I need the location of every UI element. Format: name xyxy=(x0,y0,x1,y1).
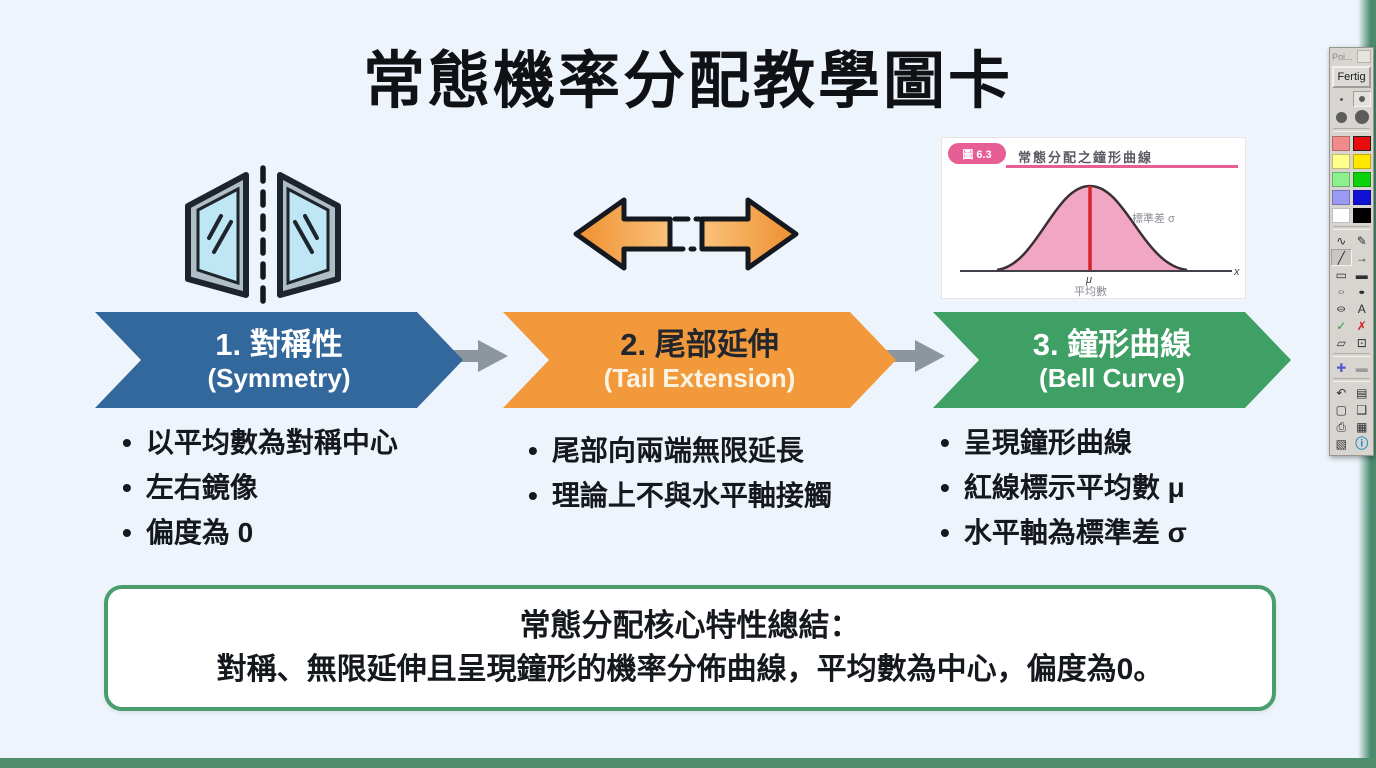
pointofix-logo-icon[interactable]: ⓘ xyxy=(1355,436,1369,451)
color-swatch-white[interactable] xyxy=(1332,207,1351,223)
increase-size-icon[interactable]: ✚ xyxy=(1336,360,1347,375)
symmetry-bullet-list: 以平均數為對稱中心 左右鏡像 偏度為 0 xyxy=(122,420,398,555)
highlight-ellipse-tool-icon[interactable]: ⊖ xyxy=(1336,303,1347,314)
mean-label: 平均數 xyxy=(1074,285,1107,298)
bell-curve-plot: 標準差 σ μ 平均數 x xyxy=(960,184,1240,298)
ellipse-tool-icon[interactable]: ○ xyxy=(1337,286,1345,297)
x-axis-label: x xyxy=(1233,266,1240,278)
bullet-item: 尾部向兩端無限延長 xyxy=(528,428,832,473)
tails-extend-arrows-icon xyxy=(573,197,799,271)
summary-heading: 常態分配核心特性總結： xyxy=(519,608,861,643)
pen-size-large[interactable] xyxy=(1331,108,1352,126)
toolbar-divider xyxy=(1333,378,1370,382)
page-title: 常態機率分配教學圖卡 xyxy=(362,47,1013,116)
rectangle-tool-icon[interactable]: ▭ xyxy=(1335,267,1347,282)
zoom-tool-icon[interactable]: ⊡ xyxy=(1356,335,1367,350)
step-subheading: (Bell Curve) xyxy=(1039,363,1185,393)
freehand-tool-icon[interactable]: ∿ xyxy=(1336,233,1347,248)
mirror-symmetry-icon xyxy=(185,165,341,307)
mu-label: μ xyxy=(1085,274,1092,286)
step-subheading: (Tail Extension) xyxy=(603,363,796,393)
save-icon[interactable]: ▦ xyxy=(1356,419,1368,434)
new-page-icon[interactable]: ▢ xyxy=(1335,402,1347,417)
bullet-item: 呈現鐘形曲線 xyxy=(940,420,1187,465)
figure-caption: 常態分配之鐘形曲線 xyxy=(1018,150,1154,165)
screenshot-icon[interactable]: ▧ xyxy=(1335,436,1347,451)
toolbar-divider xyxy=(1333,226,1370,230)
filled-ellipse-tool-icon[interactable]: ● xyxy=(1358,286,1366,297)
step-banner-bell-curve: 3. 鐘形曲線 (Bell Curve) xyxy=(933,312,1291,408)
summary-box: 常態分配核心特性總結： 對稱、無限延伸且呈現鐘形的機率分佈曲線，平均數為中心，偏… xyxy=(104,585,1276,711)
color-swatch-red[interactable] xyxy=(1352,135,1371,151)
bullet-item: 水平軸為標準差 σ xyxy=(940,510,1187,555)
color-swatch-black[interactable] xyxy=(1352,207,1371,223)
color-swatch-green[interactable] xyxy=(1352,171,1371,187)
step-connector-arrow xyxy=(440,340,508,372)
cross-stamp-icon[interactable]: ✗ xyxy=(1356,318,1367,333)
backdrop-bottom-band xyxy=(0,758,1376,768)
step-heading: 3. 鐘形曲線 xyxy=(1032,327,1192,362)
area-select-tool-icon[interactable]: ▱ xyxy=(1336,335,1346,350)
color-swatch-yellow-light[interactable] xyxy=(1332,153,1351,169)
toolbar-titlebar[interactable]: Poi... xyxy=(1331,49,1372,64)
text-tool-icon[interactable]: A xyxy=(1357,301,1366,316)
color-swatch-green-light[interactable] xyxy=(1332,171,1351,187)
toolbar-title: Poi... xyxy=(1332,51,1353,62)
step-heading: 1. 對稱性 xyxy=(215,327,343,362)
bell-curve-figure: 圖 6.3 常態分配之鐘形曲線 標準差 σ μ 平均數 x xyxy=(942,138,1245,298)
summary-text: 對稱、無限延伸且呈現鐘形的機率分佈曲線，平均數為中心，偏度為0。 xyxy=(216,653,1164,686)
step-heading: 2. 尾部延伸 xyxy=(620,327,779,362)
check-stamp-icon[interactable]: ✓ xyxy=(1336,318,1347,333)
bullet-item: 以平均數為對稱中心 xyxy=(122,420,398,465)
step-connector-arrow xyxy=(877,340,945,372)
figure-number-badge: 圖 6.3 xyxy=(948,143,1006,164)
bullet-item: 理論上不與水平軸接觸 xyxy=(528,473,832,518)
bullet-item: 左右鏡像 xyxy=(122,465,398,510)
filled-rectangle-tool-icon[interactable]: ▬ xyxy=(1355,267,1368,282)
line-tool-icon[interactable]: ╱ xyxy=(1331,249,1352,266)
toolbar-divider xyxy=(1333,353,1370,357)
tail-extension-bullet-list: 尾部向兩端無限延長 理論上不與水平軸接觸 xyxy=(528,428,832,518)
bullet-item: 紅線標示平均數 μ xyxy=(940,465,1187,510)
trash-icon[interactable]: ▤ xyxy=(1356,385,1368,400)
color-swatch-blue[interactable] xyxy=(1352,189,1371,205)
pen-size-xlarge[interactable] xyxy=(1352,108,1373,126)
step-subheading: (Symmetry) xyxy=(207,363,351,393)
pen-tool-icon[interactable]: ✎ xyxy=(1356,233,1367,248)
done-button[interactable]: Fertig xyxy=(1332,66,1371,88)
undo-icon[interactable]: ↶ xyxy=(1336,385,1347,400)
step-banner-symmetry: 1. 對稱性 (Symmetry) xyxy=(95,312,463,408)
pen-size-small[interactable] xyxy=(1331,90,1352,108)
figure-rule xyxy=(1006,165,1238,168)
toolbar-collapse-button[interactable] xyxy=(1357,50,1371,63)
color-swatch-blue-light[interactable] xyxy=(1332,189,1351,205)
annotation-toolbar[interactable]: Poi... Fertig xyxy=(1329,47,1374,456)
color-swatch-red-light[interactable] xyxy=(1332,135,1351,151)
color-swatch-yellow[interactable] xyxy=(1352,153,1371,169)
sigma-label: 標準差 σ xyxy=(1132,211,1175,225)
bell-curve-bullet-list: 呈現鐘形曲線 紅線標示平均數 μ 水平軸為標準差 σ xyxy=(940,420,1187,555)
decrease-size-icon[interactable]: ▬ xyxy=(1355,360,1368,375)
bullet-item: 偏度為 0 xyxy=(122,510,398,555)
arrow-tool-icon[interactable]: → xyxy=(1355,250,1368,265)
step-banner-tail-extension: 2. 尾部延伸 (Tail Extension) xyxy=(503,312,896,408)
pen-size-medium[interactable] xyxy=(1352,90,1373,108)
toolbar-divider xyxy=(1333,128,1370,132)
print-icon[interactable]: ⎙ xyxy=(1336,419,1347,434)
copy-page-icon[interactable]: ❑ xyxy=(1356,402,1368,417)
